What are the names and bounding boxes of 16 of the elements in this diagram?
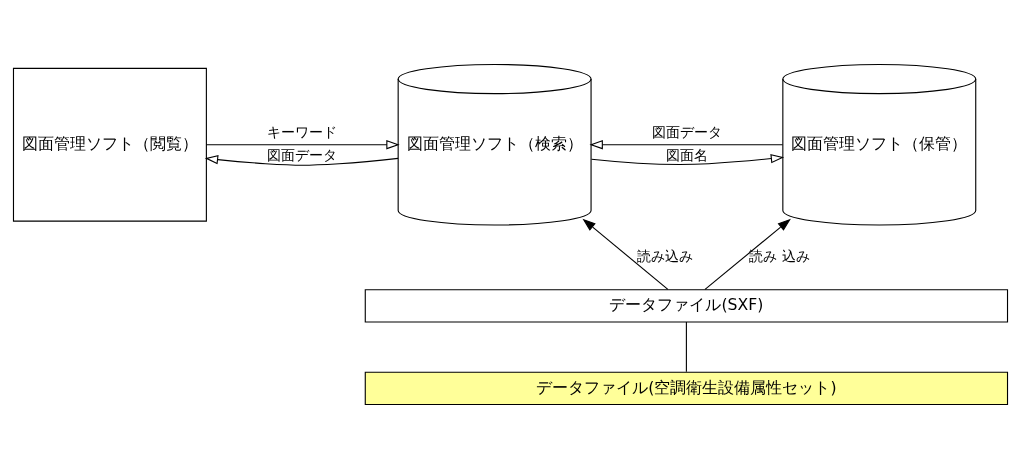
edge-label: キーワード	[267, 123, 338, 140]
arrow	[590, 153, 785, 165]
edge-label: 図面名	[665, 146, 708, 163]
arrow	[204, 154, 399, 166]
node-box: 図面管理ソフト（閲覧）	[12, 67, 207, 222]
node-box: データファイル(空調衛生設備属性セット)	[364, 371, 1009, 405]
arrow	[205, 139, 400, 149]
arrow	[589, 139, 784, 149]
arrow	[582, 218, 669, 290]
edge-label: 読み 込み	[749, 247, 810, 264]
edge-label: 読み込み	[636, 247, 693, 264]
node-box: データファイル(SXF)	[364, 288, 1009, 323]
edge-label: 図面データ	[651, 123, 722, 140]
arrow	[704, 218, 791, 290]
edge-label: 図面データ	[267, 146, 338, 163]
connector	[685, 321, 687, 372]
